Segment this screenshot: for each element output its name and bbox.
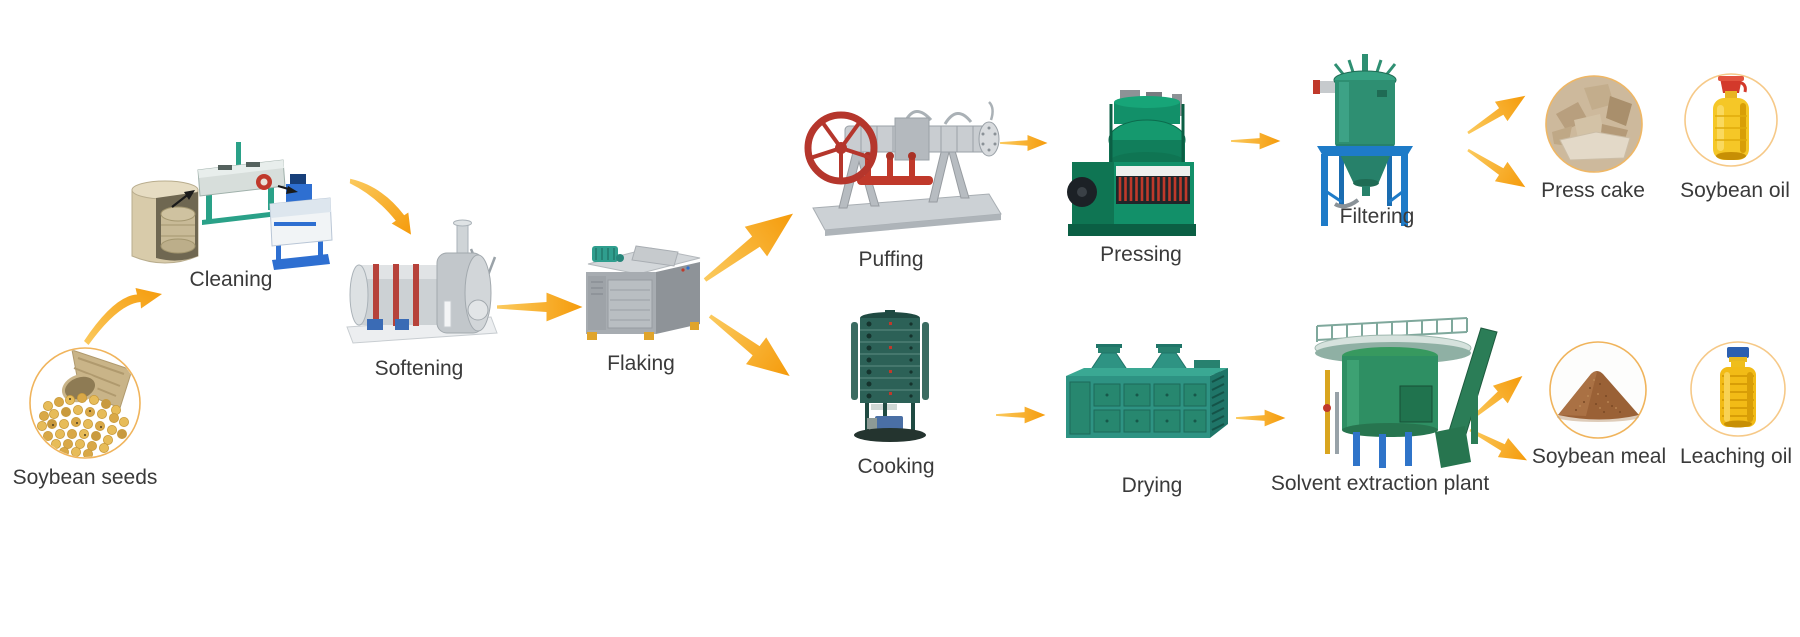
arrow-cooking-to-drying [996, 406, 1046, 424]
filter-tank-icon [1313, 54, 1413, 226]
arrow-flaking-to-puffing [693, 198, 805, 295]
steam-cooker-icon [851, 310, 929, 442]
stage-cooking [845, 308, 935, 446]
press-cake-photo-icon [1545, 75, 1643, 173]
softening-drum-icon [346, 219, 498, 344]
stage-drying [1060, 342, 1240, 450]
stage-label-flaking: Flaking [607, 352, 675, 375]
box-dryer-icon [1066, 344, 1228, 438]
stage-pressing [1062, 88, 1202, 238]
stage-label-pressing: Pressing [1100, 243, 1182, 266]
leaching-oil-bottle-icon [1690, 341, 1786, 437]
arrow-puffing-to-pressing [1000, 135, 1048, 151]
puffing-extruder-icon [804, 101, 1002, 236]
stage-label-soybean-oil: Soybean oil [1680, 179, 1790, 202]
arrow-cleaning-to-softening [349, 178, 411, 235]
stage-label-drying: Drying [1121, 474, 1183, 497]
soybean-seeds-photo-icon [29, 347, 141, 459]
stage-label-soybean-meal: Soybean meal [1531, 445, 1667, 468]
stage-soybean-seeds [28, 346, 142, 460]
arrow-filtering-to-press-cake [1461, 86, 1532, 143]
arrow-pressing-to-filtering [1231, 132, 1281, 150]
stage-soybean-oil [1683, 72, 1779, 168]
screw-press-icon [1067, 90, 1196, 236]
stage-flaking [578, 236, 710, 346]
stage-label-puffing: Puffing [858, 248, 924, 271]
arrow-seeds-to-cleaning [84, 288, 162, 345]
stage-cleaning [118, 140, 338, 270]
stage-label-soybean-seeds: Soybean seeds [12, 466, 158, 489]
stage-puffing [795, 90, 1005, 238]
stage-label-leaching-oil: Leaching oil [1679, 445, 1793, 468]
flaking-machine-icon [586, 245, 701, 340]
stage-leaching-oil [1689, 340, 1787, 438]
soybean-oil-bottle-icon [1684, 73, 1778, 167]
stage-softening [345, 215, 500, 350]
cleaning-machines-icon [131, 142, 333, 270]
arrow-filtering-to-soybean-oil [1461, 140, 1532, 197]
stage-label-solvent-extraction: Solvent extraction plant [1270, 472, 1490, 495]
stage-solvent-extraction [1305, 312, 1500, 472]
stage-filtering [1313, 50, 1418, 230]
stage-label-cleaning: Cleaning [189, 268, 273, 291]
stage-label-cooking: Cooking [857, 455, 935, 478]
arrow-drying-to-solvent [1236, 409, 1286, 427]
stage-press-cake [1544, 74, 1644, 174]
stage-label-press-cake: Press cake [1541, 179, 1645, 202]
stage-label-softening: Softening [374, 357, 464, 380]
stage-soybean-meal [1548, 340, 1648, 440]
stage-label-filtering: Filtering [1339, 205, 1415, 228]
arrow-softening-to-flaking [497, 292, 583, 322]
extraction-tank-icon [1314, 317, 1498, 468]
arrow-flaking-to-cooking [699, 302, 800, 390]
soybean-meal-photo-icon [1549, 341, 1647, 439]
